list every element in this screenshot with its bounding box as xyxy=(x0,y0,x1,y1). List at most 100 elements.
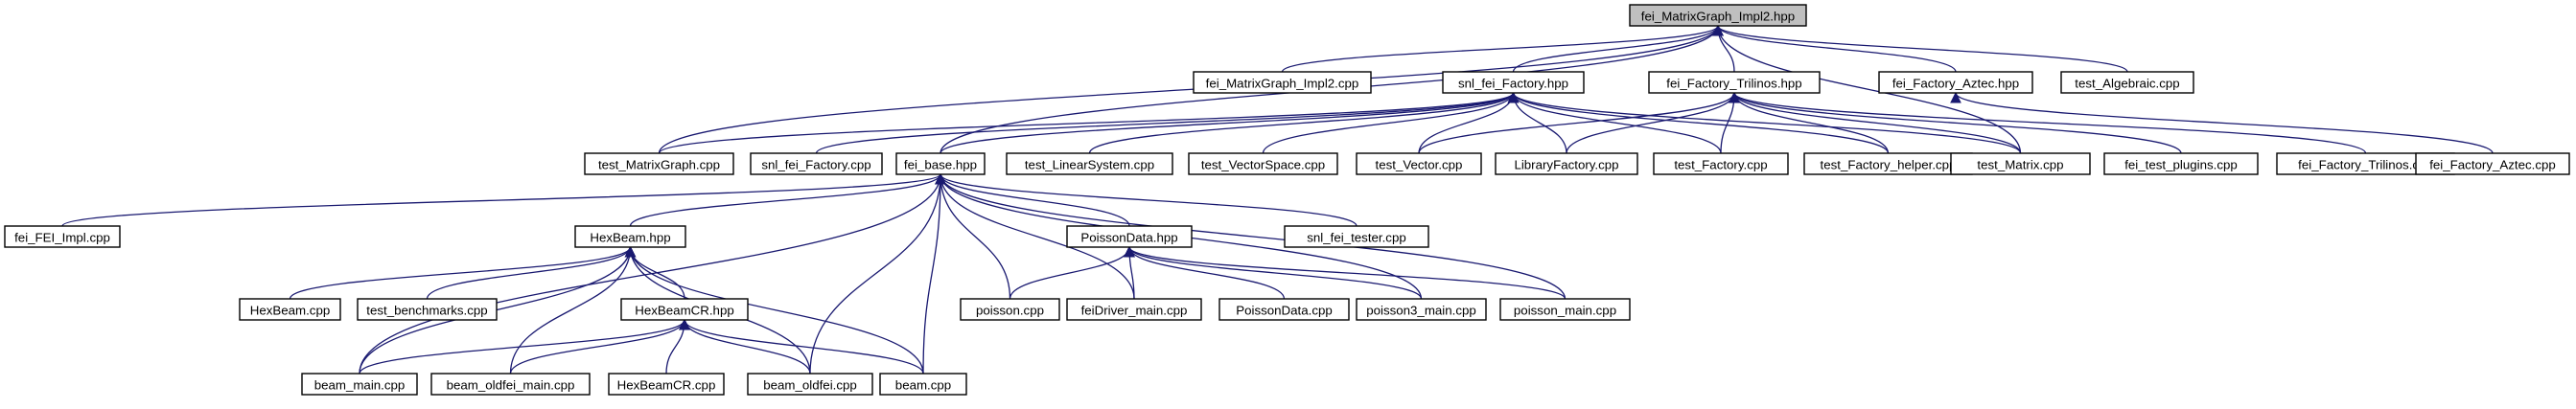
node-test-vector-cpp[interactable]: test_Vector.cpp xyxy=(1356,152,1482,175)
node-label: fei_FEI_Impl.cpp xyxy=(14,231,110,245)
node-label: snl_fei_tester.cpp xyxy=(1307,231,1406,245)
node-fei-factory-trilinos-hpp[interactable]: fei_Factory_Trilinos.hpp xyxy=(1648,71,1821,94)
edge-test-matrixgraph-cpp-to-snl-fei-factory-hpp xyxy=(658,91,1520,154)
node-box xyxy=(584,152,734,175)
node-hexbeamcr-hpp[interactable]: HexBeamCR.hpp xyxy=(620,298,749,321)
node-snl-fei-factory-cpp[interactable]: snl_fei_Factory.cpp xyxy=(750,152,883,175)
node-label: fei_Factory_Aztec.hpp xyxy=(1892,77,2019,91)
edge-snl-fei-factory-cpp-to-snl-fei-factory-hpp xyxy=(815,91,1520,154)
node-snl-fei-tester-cpp[interactable]: snl_fei_tester.cpp xyxy=(1284,225,1429,248)
edge-beam-cpp-to-fei-base-hpp xyxy=(922,172,946,375)
node-box xyxy=(750,152,883,175)
node-hexbeamcr-cpp[interactable]: HexBeamCR.cpp xyxy=(608,373,725,396)
node-libraryfactory-cpp[interactable]: LibraryFactory.cpp xyxy=(1495,152,1638,175)
node-box xyxy=(239,298,341,321)
node-test-matrixgraph-cpp[interactable]: test_MatrixGraph.cpp xyxy=(584,152,734,175)
node-box xyxy=(747,373,873,396)
node-beam-oldfei-main-cpp[interactable]: beam_oldfei_main.cpp xyxy=(430,373,591,396)
node-label: test_MatrixGraph.cpp xyxy=(598,158,720,172)
node-test-algebraic-cpp[interactable]: test_Algebraic.cpp xyxy=(2060,71,2194,94)
edge-test-factory-cpp-to-snl-fei-factory-hpp xyxy=(1507,91,1722,154)
node-beam-cpp[interactable]: beam.cpp xyxy=(879,373,967,396)
edge-feidriver-main-cpp-to-fei-base-hpp xyxy=(935,172,1135,300)
node-box xyxy=(1653,152,1789,175)
node-label: poisson_main.cpp xyxy=(1514,304,1616,318)
node-beam-oldfei-cpp[interactable]: beam_oldfei.cpp xyxy=(747,373,873,396)
edge-poisson-cpp-to-fei-base-hpp xyxy=(935,172,1011,300)
node-label: test_Algebraic.cpp xyxy=(2075,77,2179,91)
node-hexbeam-cpp[interactable]: HexBeam.cpp xyxy=(239,298,341,321)
node-box xyxy=(1356,298,1487,321)
node-box xyxy=(1188,152,1338,175)
node-fei-test-plugins-cpp[interactable]: fei_test_plugins.cpp xyxy=(2103,152,2259,175)
node-box xyxy=(960,298,1060,321)
node-feidriver-main-cpp[interactable]: feiDriver_main.cpp xyxy=(1066,298,1202,321)
node-poissondata-hpp[interactable]: PoissonData.hpp xyxy=(1066,225,1193,248)
node-test-factory-cpp[interactable]: test_Factory.cpp xyxy=(1653,152,1789,175)
node-box xyxy=(1878,71,2033,94)
edge-fei-test-plugins-cpp-to-fei-factory-trilinos-hpp xyxy=(1729,91,2182,154)
node-label: fei_Factory_Trilinos.hpp xyxy=(1666,77,1801,91)
node-box xyxy=(2060,71,2194,94)
node-fei-factory-aztec-hpp[interactable]: fei_Factory_Aztec.hpp xyxy=(1878,71,2033,94)
edge-hexbeamcr-cpp-to-hexbeamcr-hpp xyxy=(665,318,690,375)
node-label: HexBeam.cpp xyxy=(250,304,331,318)
node-box xyxy=(1499,298,1631,321)
edge-test-matrix-cpp-to-fei-matrixgraph-impl2-hpp xyxy=(1712,24,2022,154)
node-beam-main-cpp[interactable]: beam_main.cpp xyxy=(301,373,418,396)
node-label: beam.cpp xyxy=(895,378,951,393)
node-test-linearsystem-cpp[interactable]: test_LinearSystem.cpp xyxy=(1006,152,1173,175)
edge-beam-main-cpp-to-fei-base-hpp xyxy=(359,172,946,375)
node-fei-matrixgraph-impl2-hpp[interactable]: fei_MatrixGraph_Impl2.hpp xyxy=(1629,4,1807,27)
node-test-vectorspace-cpp[interactable]: test_VectorSpace.cpp xyxy=(1188,152,1338,175)
edge-fei-factory-trilinos-cpp-to-fei-factory-trilinos-hpp xyxy=(1729,91,2367,154)
node-label: test_LinearSystem.cpp xyxy=(1025,158,1154,172)
node-test-benchmarks-cpp[interactable]: test_benchmarks.cpp xyxy=(357,298,498,321)
edge-test-factory-helper-cpp-to-fei-factory-trilinos-hpp xyxy=(1729,91,1890,154)
node-box xyxy=(4,225,121,248)
node-box xyxy=(895,152,986,175)
node-test-matrix-cpp[interactable]: test_Matrix.cpp xyxy=(1950,152,2091,175)
edge-test-matrix-cpp-to-fei-factory-trilinos-hpp xyxy=(1729,91,2022,154)
node-test-factory-helper-cpp[interactable]: test_Factory_helper.cpp xyxy=(1803,152,1973,175)
edge-hexbeam-cpp-to-hexbeam-hpp xyxy=(289,245,637,300)
node-fei-base-hpp[interactable]: fei_base.hpp xyxy=(895,152,986,175)
node-label: test_Factory.cpp xyxy=(1674,158,1767,172)
node-poisson-main-cpp[interactable]: poisson_main.cpp xyxy=(1499,298,1631,321)
node-label: test_benchmarks.cpp xyxy=(366,304,487,318)
node-fei-matrixgraph-impl2-cpp[interactable]: fei_MatrixGraph_Impl2.cpp xyxy=(1193,71,1372,94)
node-label: fei_MatrixGraph_Impl2.hpp xyxy=(1641,10,1795,24)
node-box xyxy=(1193,71,1372,94)
node-box xyxy=(1356,152,1482,175)
node-label: HexBeam.hpp xyxy=(590,231,670,245)
edge-poissondata-hpp-to-fei-base-hpp xyxy=(935,172,1130,227)
node-label: fei_base.hpp xyxy=(904,158,977,172)
edge-feidriver-main-cpp-to-poissondata-hpp xyxy=(1124,245,1135,300)
node-fei-factory-trilinos-cpp[interactable]: fei_Factory_Trilinos.cpp xyxy=(2276,152,2455,175)
node-label: test_VectorSpace.cpp xyxy=(1201,158,1325,172)
node-box xyxy=(1284,225,1429,248)
node-snl-fei-factory-hpp[interactable]: snl_fei_Factory.hpp xyxy=(1442,71,1585,94)
node-box xyxy=(430,373,591,396)
node-poisson-cpp[interactable]: poisson.cpp xyxy=(960,298,1060,321)
node-label: fei_Factory_Trilinos.cpp xyxy=(2298,158,2433,172)
node-poisson3-main-cpp[interactable]: poisson3_main.cpp xyxy=(1356,298,1487,321)
edge-snl-fei-tester-cpp-to-fei-base-hpp xyxy=(935,172,1358,227)
edge-test-vectorspace-cpp-to-snl-fei-factory-hpp xyxy=(1262,91,1520,154)
node-hexbeam-hpp[interactable]: HexBeam.hpp xyxy=(574,225,686,248)
edge-test-matrixgraph-cpp-to-fei-matrixgraph-impl2-hpp xyxy=(658,24,1724,154)
edge-snl-fei-factory-hpp-to-fei-matrixgraph-impl2-hpp xyxy=(1512,24,1724,73)
node-box xyxy=(1950,152,2091,175)
edge-fei-fei-impl-cpp-to-fei-base-hpp xyxy=(61,172,946,227)
node-label: poisson3_main.cpp xyxy=(1366,304,1476,318)
node-fei-factory-aztec-cpp[interactable]: fei_Factory_Aztec.cpp xyxy=(2415,152,2570,175)
edge-fei-factory-aztec-cpp-to-fei-factory-aztec-hpp xyxy=(1950,91,2494,154)
node-label: HexBeamCR.cpp xyxy=(617,378,716,393)
node-label: snl_fei_Factory.hpp xyxy=(1458,77,1568,91)
edge-beam-oldfei-main-cpp-to-hexbeamcr-hpp xyxy=(509,318,690,375)
node-fei-fei-impl-cpp[interactable]: fei_FEI_Impl.cpp xyxy=(4,225,121,248)
node-poissondata-cpp[interactable]: PoissonData.cpp xyxy=(1218,298,1350,321)
edge-poissondata-cpp-to-poissondata-hpp xyxy=(1124,245,1286,300)
edge-beam-oldfei-cpp-to-hexbeamcr-hpp xyxy=(679,318,811,375)
